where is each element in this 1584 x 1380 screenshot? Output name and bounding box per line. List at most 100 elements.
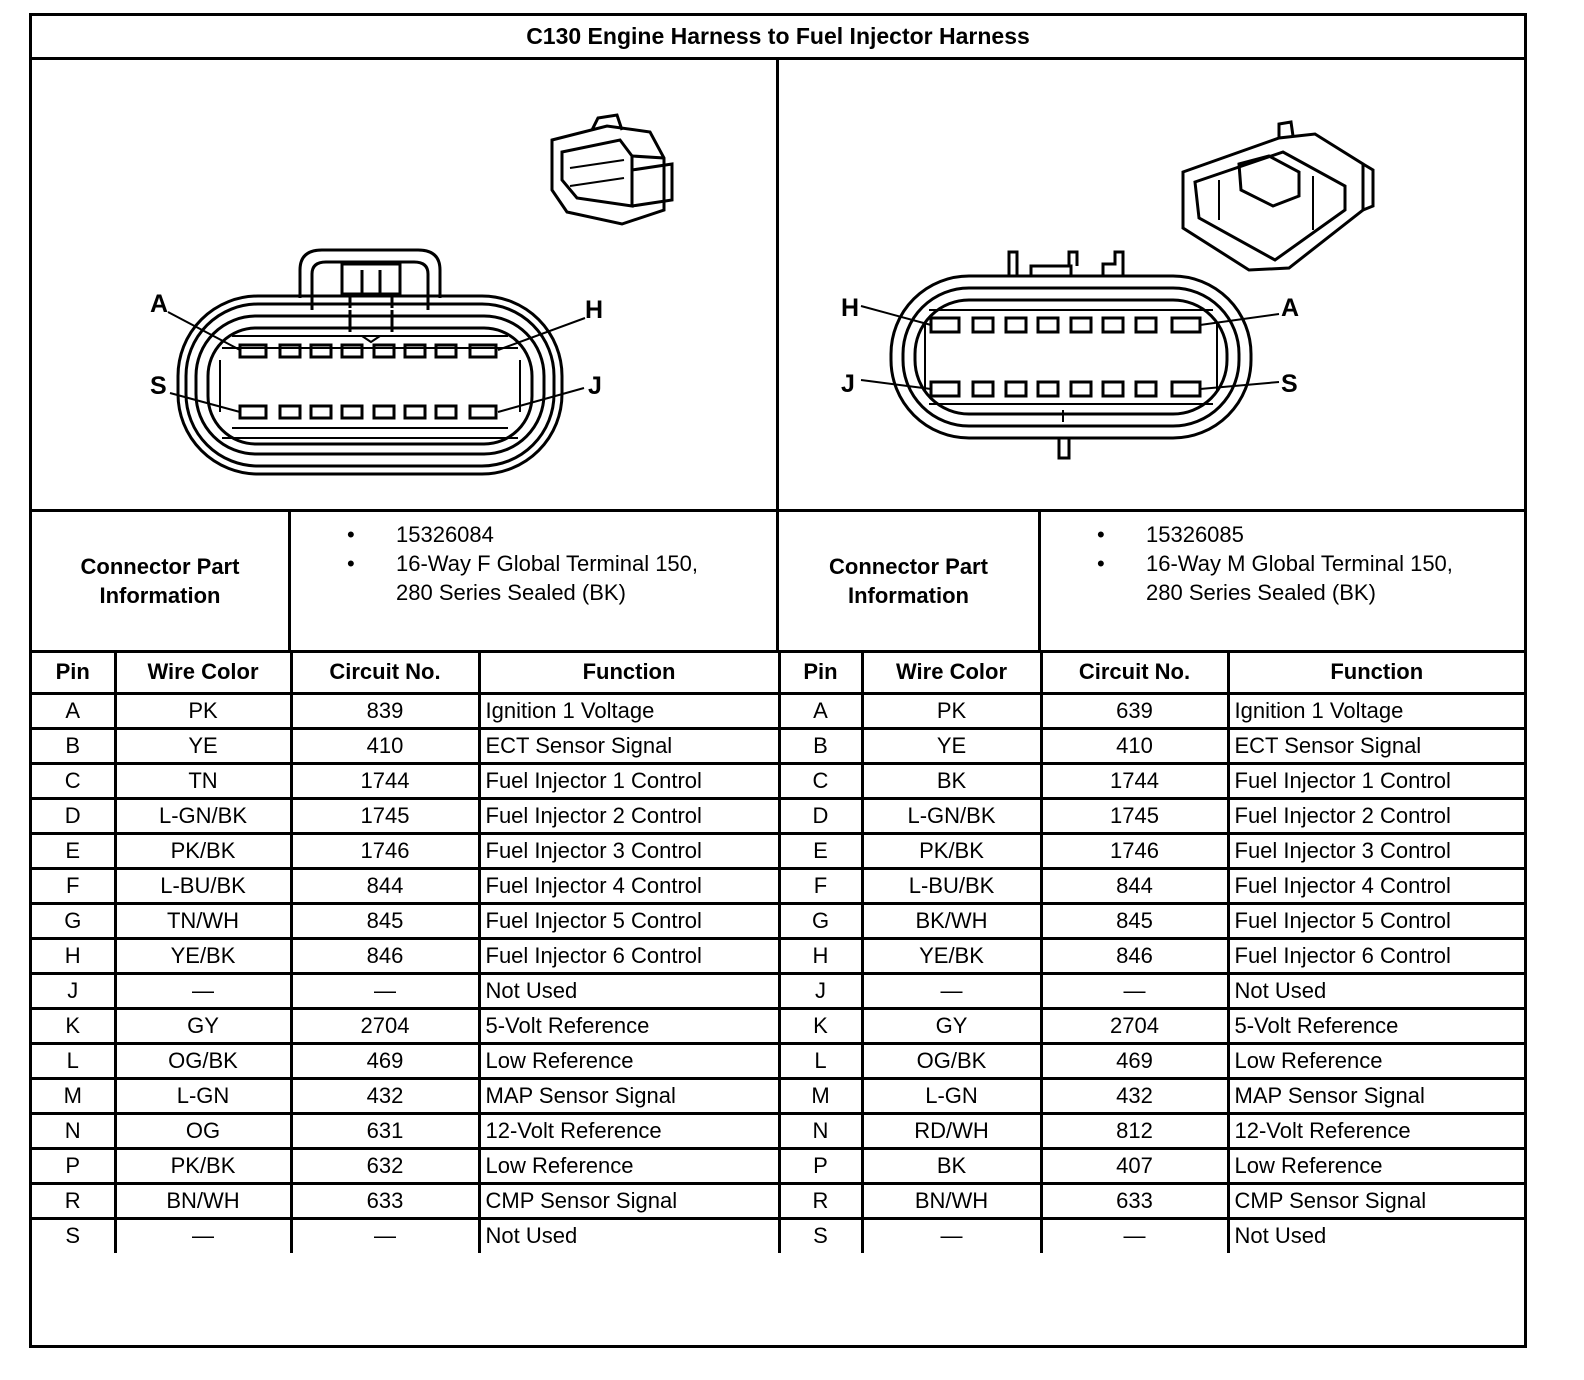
wire-color-cell: L-GN/BK xyxy=(113,796,293,835)
circuit-cell: — xyxy=(289,1216,481,1253)
pin-label-s-left: S xyxy=(150,372,167,400)
function-cell: Ignition 1 Voltage xyxy=(477,691,781,730)
function-cell: Low Reference xyxy=(477,1146,781,1185)
wire-color-cell: PK/BK xyxy=(860,831,1043,870)
info-label-line: Connector Part xyxy=(80,554,240,579)
wire-color-cell: YE xyxy=(860,726,1043,765)
circuit-cell: 1744 xyxy=(1039,761,1230,800)
pin-label-h-right: H xyxy=(841,294,859,322)
function-cell: CMP Sensor Signal xyxy=(477,1181,781,1220)
circuit-cell: 845 xyxy=(289,901,481,940)
function-cell: Not Used xyxy=(1226,1216,1524,1253)
connector-part-spec-left: 15326084 16-Way F Global Terminal 150,28… xyxy=(291,512,779,650)
function-cell: CMP Sensor Signal xyxy=(1226,1181,1524,1220)
wire-color-cell: BK xyxy=(860,1146,1043,1185)
function-cell: Fuel Injector 1 Control xyxy=(1226,761,1524,800)
function-cell: ECT Sensor Signal xyxy=(1226,726,1524,765)
function-cell: Not Used xyxy=(477,1216,781,1253)
connector-part-info-label-left: Connector Part Information xyxy=(32,512,291,650)
column-header-pin: Pin xyxy=(32,653,117,695)
wire-color-cell: — xyxy=(860,971,1043,1010)
wire-color-cell: BK xyxy=(860,761,1043,800)
info-label-line: Information xyxy=(99,583,221,608)
wire-color-cell: YE xyxy=(113,726,293,765)
pin-cell: G xyxy=(777,901,864,940)
pin-cell: K xyxy=(777,1006,864,1045)
column-header-pin: Pin xyxy=(777,653,864,695)
pin-cell: M xyxy=(32,1076,117,1115)
connector-sheet: C130 Engine Harness to Fuel Injector Har… xyxy=(29,13,1527,1348)
pin-cell: J xyxy=(777,971,864,1010)
pin-label-j-left: J xyxy=(588,372,602,400)
circuit-cell: 844 xyxy=(1039,866,1230,905)
pin-cell: A xyxy=(777,691,864,730)
pin-cell: F xyxy=(32,866,117,905)
female-top-pin-row xyxy=(238,343,498,359)
page-title: C130 Engine Harness to Fuel Injector Har… xyxy=(32,16,1524,60)
circuit-cell: — xyxy=(289,971,481,1010)
wire-color-cell: PK xyxy=(113,691,293,730)
female-connector-face-icon xyxy=(176,248,564,476)
pin-cell: C xyxy=(32,761,117,800)
wire-color-cell: OG/BK xyxy=(113,1041,293,1080)
circuit-cell: 410 xyxy=(1039,726,1230,765)
male-pin-leaders xyxy=(860,305,1280,390)
circuit-cell: 432 xyxy=(289,1076,481,1115)
function-cell: Fuel Injector 4 Control xyxy=(477,866,781,905)
connector-part-spec-right: 15326085 16-Way M Global Terminal 150,28… xyxy=(1041,512,1524,650)
function-cell: Fuel Injector 3 Control xyxy=(1226,831,1524,870)
pin-cell: M xyxy=(777,1076,864,1115)
male-bottom-pin-row xyxy=(929,380,1202,398)
female-connector-diagram-panel: A H S J xyxy=(32,60,779,509)
function-cell: Low Reference xyxy=(1226,1146,1524,1185)
pin-cell: D xyxy=(32,796,117,835)
function-cell: Fuel Injector 5 Control xyxy=(1226,901,1524,940)
male-top-pin-row xyxy=(929,316,1202,334)
column-header-wire-color: Wire Color xyxy=(860,653,1043,695)
function-cell: ECT Sensor Signal xyxy=(477,726,781,765)
wire-color-cell: PK xyxy=(860,691,1043,730)
circuit-cell: — xyxy=(1039,971,1230,1010)
pin-cell: H xyxy=(32,936,117,975)
description-line: 16-Way M Global Terminal 150, xyxy=(1146,551,1453,576)
pin-cell: R xyxy=(32,1181,117,1220)
column-header-wire-color: Wire Color xyxy=(113,653,293,695)
circuit-cell: 633 xyxy=(1039,1181,1230,1220)
wire-color-cell: YE/BK xyxy=(860,936,1043,975)
function-cell: 5-Volt Reference xyxy=(477,1006,781,1045)
function-cell: MAP Sensor Signal xyxy=(1226,1076,1524,1115)
female-connector-thumbnail-icon xyxy=(550,113,674,226)
circuit-cell: 839 xyxy=(289,691,481,730)
pin-label-a-right: A xyxy=(1281,294,1299,322)
connector-description-left: 16-Way F Global Terminal 150,280 Series … xyxy=(291,549,776,607)
pin-cell: L xyxy=(32,1041,117,1080)
wire-color-cell: OG/BK xyxy=(860,1041,1043,1080)
wire-color-cell: GY xyxy=(860,1006,1043,1045)
function-cell: Fuel Injector 3 Control xyxy=(477,831,781,870)
circuit-cell: 2704 xyxy=(1039,1006,1230,1045)
pin-cell: D xyxy=(777,796,864,835)
pin-cell: P xyxy=(32,1146,117,1185)
pin-cell: N xyxy=(32,1111,117,1150)
pin-cell: B xyxy=(777,726,864,765)
function-cell: Low Reference xyxy=(1226,1041,1524,1080)
column-header-function: Function xyxy=(1226,653,1524,695)
wire-color-cell: — xyxy=(113,971,293,1010)
pin-cell: A xyxy=(32,691,117,730)
table-header-row: Pin Wire Color Circuit No. Function Pin … xyxy=(32,653,1524,695)
male-connector-diagram: H A J S xyxy=(841,120,1375,460)
circuit-cell: 812 xyxy=(1039,1111,1230,1150)
wire-color-cell: PK/BK xyxy=(113,831,293,870)
circuit-cell: — xyxy=(1039,1216,1230,1253)
connector-part-info-label-right: Connector Part Information xyxy=(779,512,1041,650)
pin-cell: F xyxy=(777,866,864,905)
function-cell: Ignition 1 Voltage xyxy=(1226,691,1524,730)
